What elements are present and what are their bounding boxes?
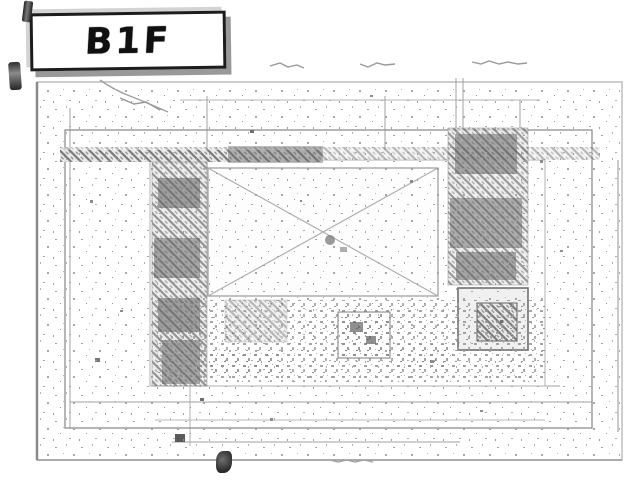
binder-mark-icon — [216, 451, 232, 473]
floor-label-box: B1F — [29, 10, 227, 72]
floor-label: B1F — [83, 19, 173, 63]
binder-mark-icon — [8, 61, 22, 91]
scan-grain-overlay — [40, 85, 620, 458]
